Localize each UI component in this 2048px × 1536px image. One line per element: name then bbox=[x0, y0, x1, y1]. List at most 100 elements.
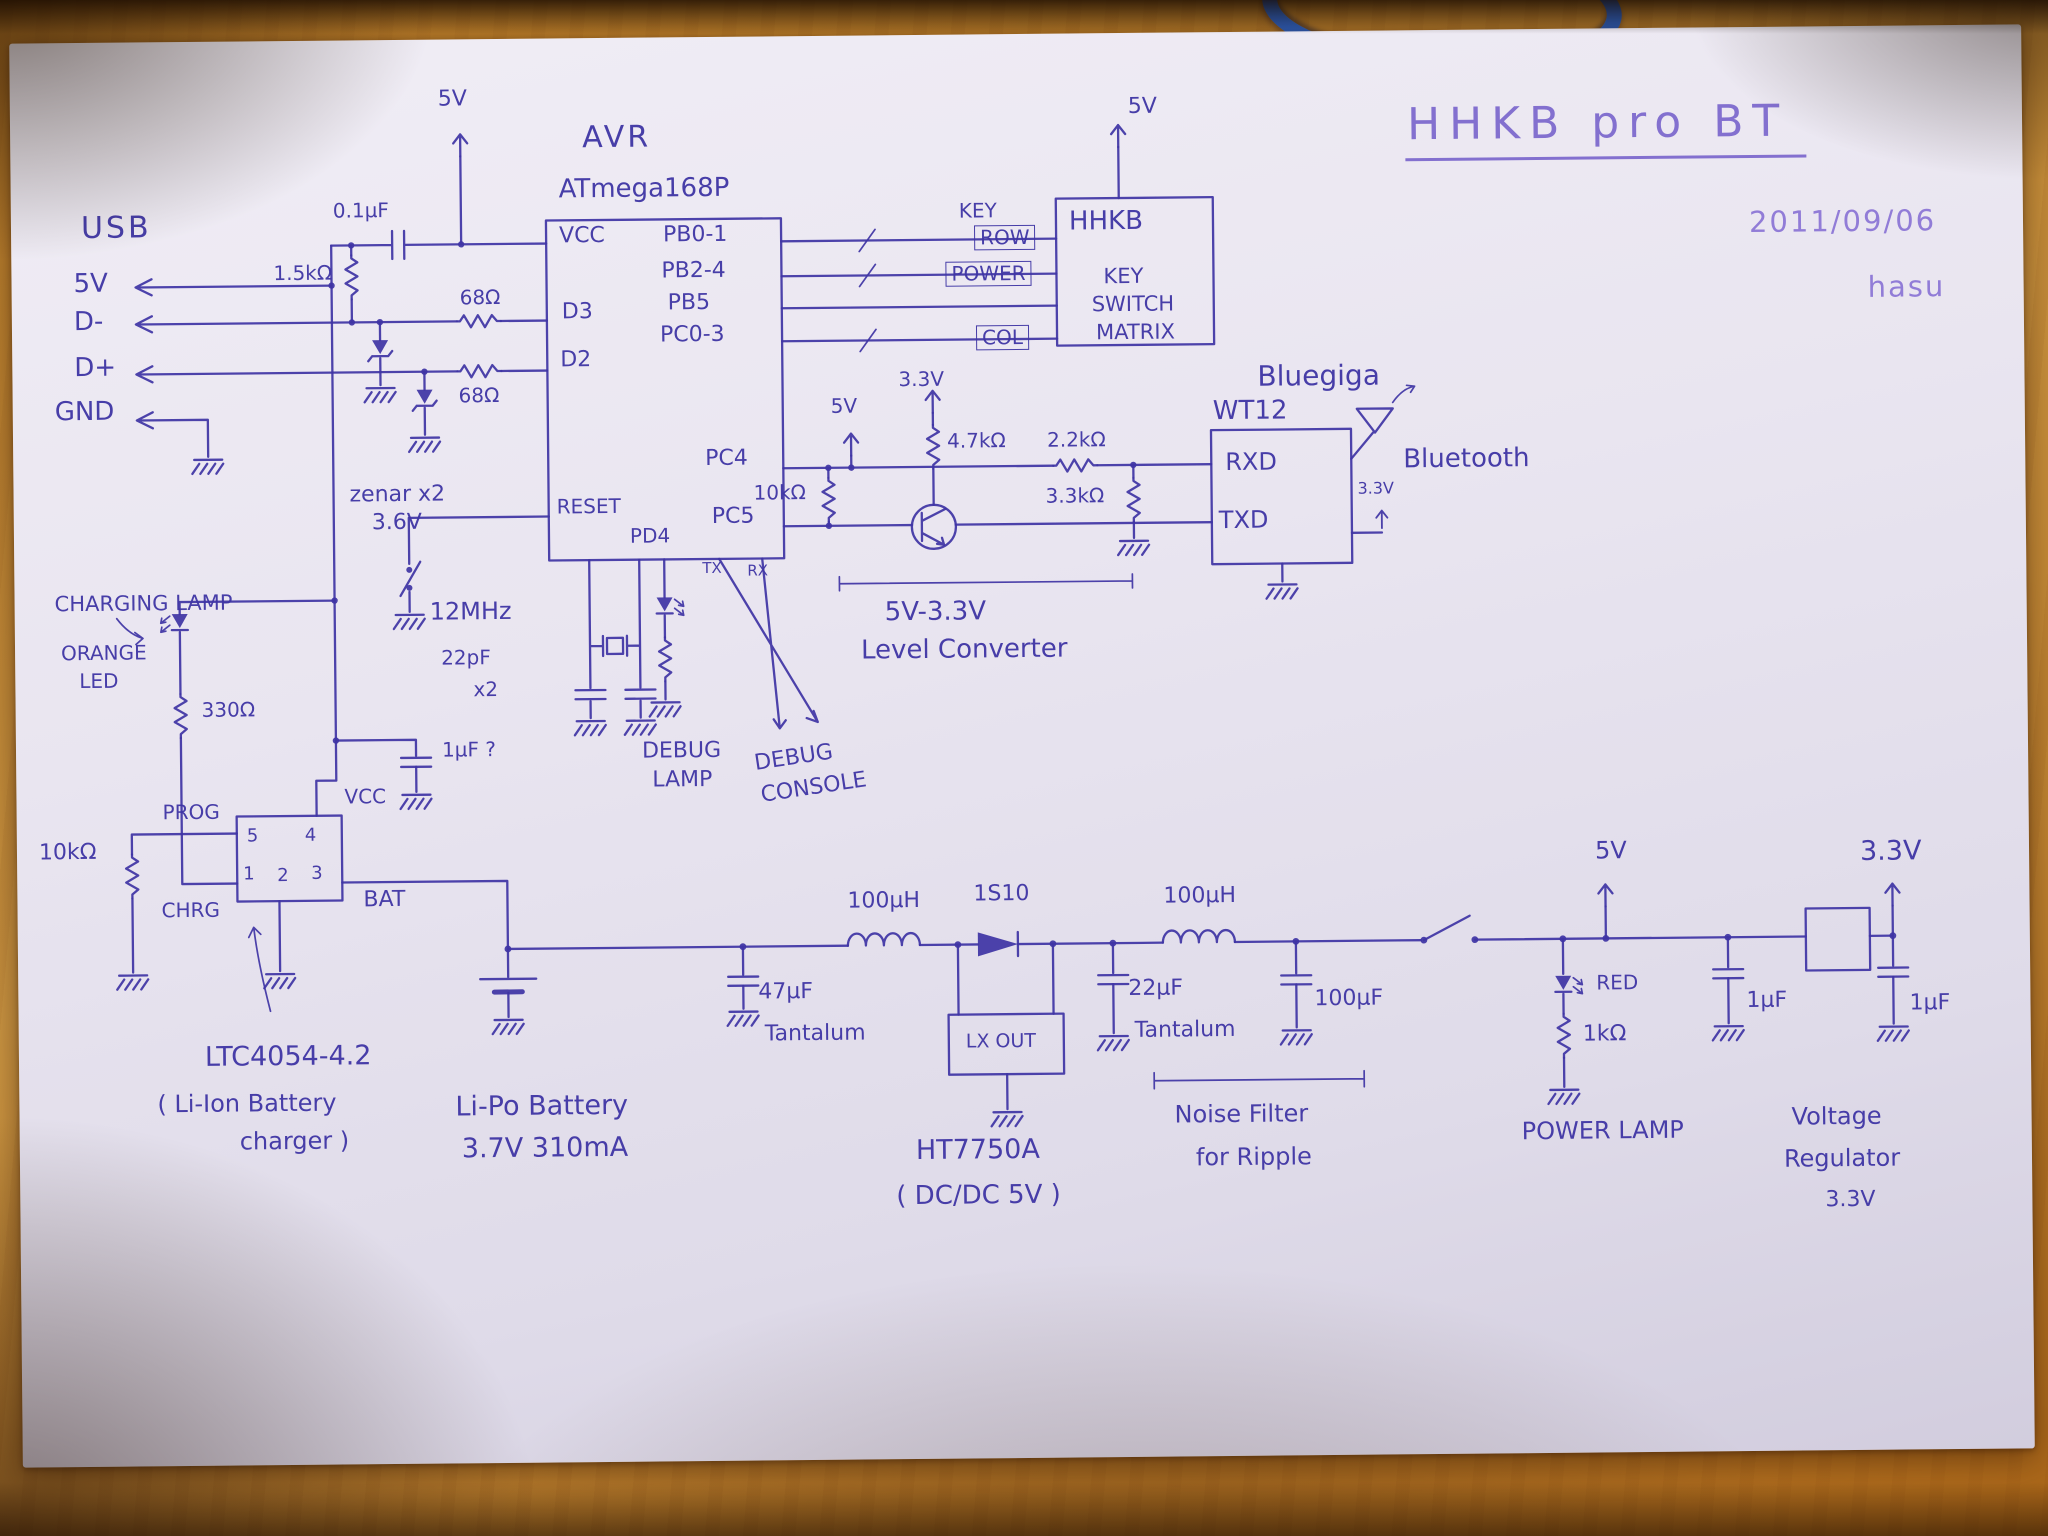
chip-pin-chrg: CHRG bbox=[161, 897, 221, 923]
bt-pin-txd: TXD bbox=[1218, 505, 1269, 535]
avr-pin-d3: D3 bbox=[561, 299, 593, 325]
keyboard-box-label-3: MATRIX bbox=[1095, 319, 1176, 345]
avr-pin-pc5: PC5 bbox=[711, 503, 755, 529]
regulator-label-3: 3.3V bbox=[1825, 1186, 1876, 1213]
usb-pin-gnd-label: GND bbox=[54, 396, 115, 428]
lc-series-label: 2.2kΩ bbox=[1046, 427, 1106, 452]
avr-pin-pc4: PC4 bbox=[705, 445, 748, 472]
bt-vendor-label: Bluegiga bbox=[1257, 358, 1381, 393]
keyboard-box-label-1: KEY bbox=[1103, 263, 1144, 289]
res-330-label: 330Ω bbox=[201, 697, 256, 722]
avr-pin-pc03: PC0-3 bbox=[659, 321, 725, 348]
power-rail-wiring bbox=[504, 882, 1911, 1128]
orange-led-label-1: ORANGE bbox=[60, 640, 147, 666]
battery-name-label: Li-Po Battery bbox=[455, 1089, 629, 1123]
noise-filter-label-1: Noise Filter bbox=[1174, 1099, 1309, 1129]
chip-pin-4: 4 bbox=[304, 824, 317, 846]
cap1-label: 1μF bbox=[1746, 987, 1788, 1014]
zener-voltage-label: 3.6V bbox=[371, 509, 422, 536]
debug-lamp-label-1: DEBUG bbox=[641, 737, 722, 764]
crystal-caps-label: 22pF bbox=[441, 645, 491, 670]
wire-power-label: POWER bbox=[945, 260, 1032, 287]
usb-pin-5v-label: 5V bbox=[73, 268, 108, 300]
wire-key-label: KEY bbox=[958, 198, 997, 223]
regulator-label-2: Regulator bbox=[1783, 1143, 1901, 1173]
chip-pin-3: 3 bbox=[311, 862, 323, 884]
battery-spec-label: 3.7V 310mA bbox=[461, 1131, 629, 1165]
charger-desc-1: ( Li-Ion Battery bbox=[157, 1088, 337, 1119]
regulator-label-1: Voltage bbox=[1791, 1101, 1882, 1131]
dcdc-part-label: HT7750A bbox=[915, 1133, 1041, 1167]
crystal-label: 12MHz bbox=[429, 596, 512, 626]
avr-heading: AVR bbox=[581, 119, 652, 156]
lc-pullup-label: 4.7kΩ bbox=[946, 428, 1006, 453]
avr-5v-rail-label: 5V bbox=[437, 86, 467, 112]
crystal-caps-qty-label: x2 bbox=[473, 677, 499, 702]
avr-part-label: ATmega168P bbox=[558, 172, 730, 205]
dcdc-chip-pins-label: LX OUT bbox=[965, 1029, 1037, 1053]
res-1k-label: 1kΩ bbox=[1582, 1021, 1627, 1047]
date-label: 2011/09/06 bbox=[1748, 203, 1937, 239]
avr-pin-pb01: PB0-1 bbox=[662, 221, 728, 248]
avr-pin-vcc: VCC bbox=[558, 222, 605, 249]
chip-pin-2: 2 bbox=[277, 865, 289, 887]
usb-wiring bbox=[134, 133, 549, 817]
power-lamp-caption: POWER LAMP bbox=[1521, 1115, 1684, 1146]
avr-pin-reset: RESET bbox=[556, 493, 621, 519]
author-signature: hasu bbox=[1867, 269, 1946, 304]
charger-desc-2: charger ) bbox=[239, 1126, 350, 1156]
power-33v-label: 3.3V bbox=[1859, 835, 1922, 867]
schematic-paper: HHKB pro BT 2011/09/06 hasu USB 5V D- D+… bbox=[9, 24, 2035, 1468]
page-title: HHKB pro BT bbox=[1404, 96, 1807, 162]
power-led-label: RED bbox=[1596, 970, 1639, 995]
bt-pin-rxd: RXD bbox=[1225, 447, 1278, 477]
noise-filter-label-2: for Ripple bbox=[1195, 1142, 1312, 1172]
power-5v-label: 5V bbox=[1594, 836, 1627, 865]
lc-33v-label: 3.3V bbox=[898, 366, 945, 392]
series-res-dm-label: 68Ω bbox=[459, 284, 501, 310]
keyboard-name-label: HHKB bbox=[1068, 205, 1144, 237]
dcdc-desc-label: ( DC/DC 5V ) bbox=[896, 1179, 1061, 1212]
wire-col-label: COL bbox=[975, 324, 1030, 351]
avr-pin-pb24: PB2-4 bbox=[661, 257, 726, 284]
charger-cap-label: 1μF ? bbox=[441, 737, 497, 762]
res-10k-label: 10kΩ bbox=[38, 839, 97, 866]
chip-pin-1: 1 bbox=[243, 863, 255, 885]
cap-in-label: 47μF bbox=[758, 979, 814, 1005]
lc-10k-label: 10kΩ bbox=[753, 480, 806, 505]
pullup-res-label: 1.5kΩ bbox=[273, 260, 333, 286]
bt-antenna-label: Bluetooth bbox=[1403, 443, 1530, 475]
usb-heading: USB bbox=[80, 210, 152, 247]
decoupling-cap-label: 0.1μF bbox=[332, 198, 389, 223]
chip-pin-5: 5 bbox=[246, 825, 259, 847]
avr-pin-pd4: PD4 bbox=[629, 523, 671, 548]
lc-5v-label: 5V bbox=[830, 393, 858, 418]
cap-filter-label: 100μF bbox=[1314, 985, 1384, 1012]
usb-pin-dplus-label: D+ bbox=[74, 352, 117, 384]
cap2-label: 1μF bbox=[1909, 990, 1951, 1016]
keyboard-5v-label: 5V bbox=[1127, 93, 1158, 119]
diode-label: 1S10 bbox=[973, 880, 1030, 907]
bt-33v-label: 3.3V bbox=[1357, 478, 1395, 498]
avr-pin-d2: D2 bbox=[560, 347, 592, 373]
debug-lamp-label-2: LAMP bbox=[652, 766, 713, 793]
cap-in-type-label: Tantalum bbox=[764, 1020, 866, 1047]
bt-module-label: WT12 bbox=[1212, 395, 1288, 427]
keyboard-box-label-2: SWITCH bbox=[1091, 291, 1175, 317]
charger-part-label: LTC4054-4.2 bbox=[204, 1040, 372, 1073]
lc-caption-2: Level Converter bbox=[860, 633, 1068, 666]
chip-pin-vcc: VCC bbox=[344, 784, 387, 809]
cap-out-label: 22μF bbox=[1128, 975, 1184, 1001]
cap-out-type-label: Tantalum bbox=[1134, 1016, 1236, 1043]
inductor2-label: 100μH bbox=[1163, 882, 1237, 909]
avr-pin-pb5: PB5 bbox=[667, 289, 711, 316]
tx-label: TX bbox=[702, 558, 722, 578]
chip-pin-bat: BAT bbox=[363, 886, 406, 913]
series-res-dp-label: 68Ω bbox=[458, 383, 500, 408]
chip-pin-prog: PROG bbox=[162, 799, 220, 825]
zener-note-label: zenar x2 bbox=[349, 481, 446, 508]
wire-row-label: ROW bbox=[974, 224, 1036, 251]
orange-led-label-2: LED bbox=[79, 668, 119, 694]
lc-divider-label: 3.3kΩ bbox=[1045, 483, 1105, 508]
